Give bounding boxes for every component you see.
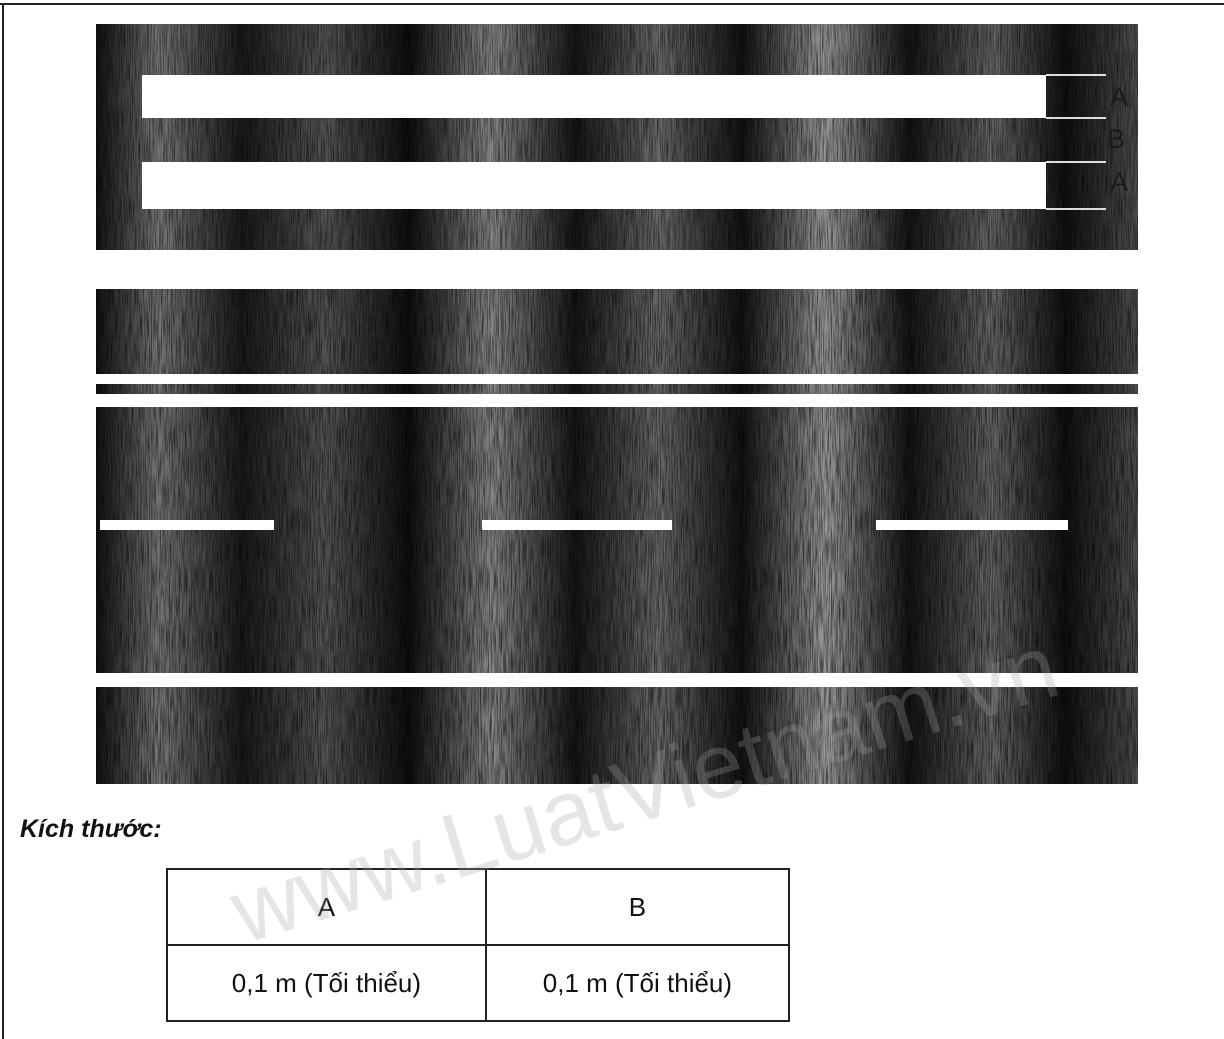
label-a-bottom: A (1110, 167, 1129, 197)
road-marking-photo (96, 24, 1138, 784)
page-border-top (0, 3, 1224, 5)
dimensions-table: A B 0,1 m (Tối thiểu) 0,1 m (Tối thiểu) (166, 868, 791, 1022)
top-photo-panel (96, 24, 1138, 250)
continuous-line-lower (96, 394, 1138, 407)
table-cell-b: 0,1 m (Tối thiểu) (484, 944, 791, 1022)
table-header-row: A B (166, 868, 791, 946)
bottom-photo-panel (96, 289, 1138, 784)
table-header-b: B (484, 868, 791, 946)
marking-stripe-a-bottom (142, 162, 1046, 209)
edge-line (96, 673, 1138, 687)
continuous-line-upper (96, 374, 1138, 384)
label-b: B (1107, 124, 1126, 154)
table-header-a: A (166, 868, 487, 946)
label-a-top: A (1110, 82, 1129, 112)
dash-segment-1 (100, 520, 274, 530)
marking-stripe-a-top (142, 75, 1046, 118)
page-border-left (2, 3, 4, 1039)
dash-segment-3 (876, 520, 1068, 530)
dimensions-heading: Kích thước: (20, 815, 162, 843)
dash-segment-2 (482, 520, 672, 530)
table-row: 0,1 m (Tối thiểu) 0,1 m (Tối thiểu) (166, 944, 791, 1022)
table-cell-a: 0,1 m (Tối thiểu) (166, 944, 487, 1022)
